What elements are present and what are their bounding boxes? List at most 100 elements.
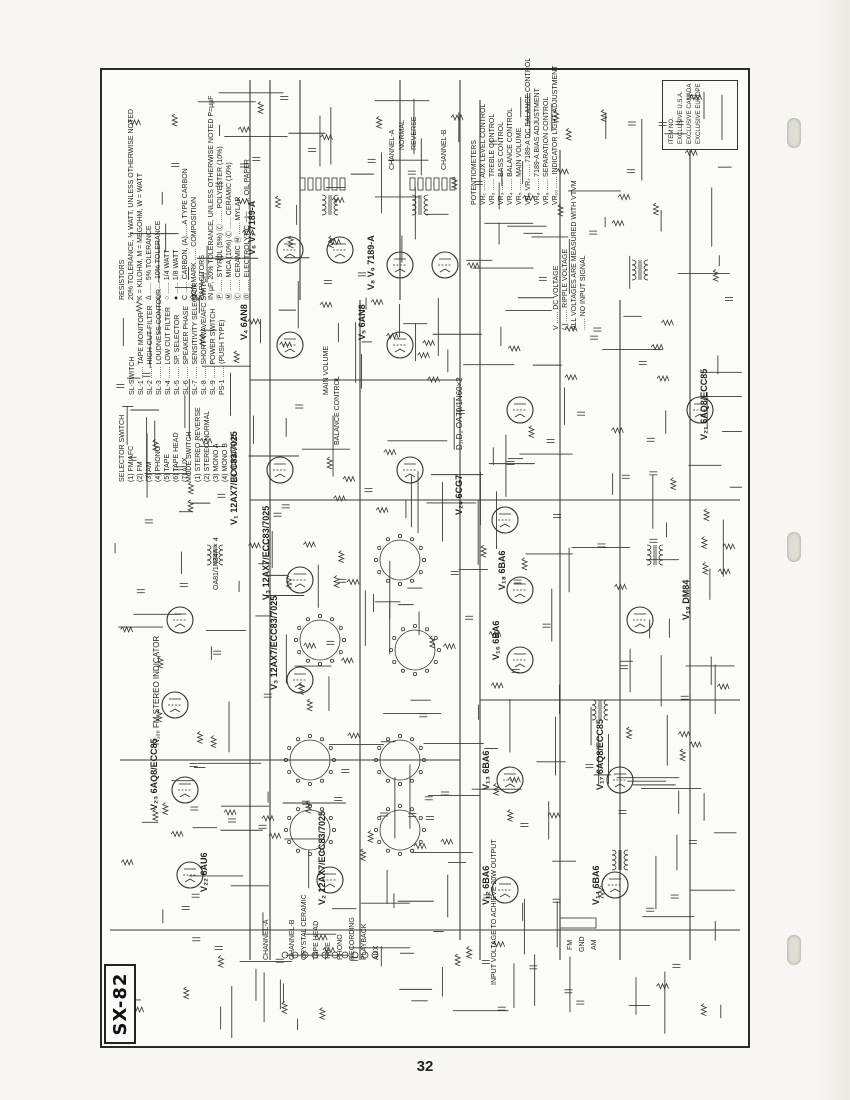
legend-item: (4) PHONO — [155, 445, 162, 482]
resistor-symbol — [322, 946, 336, 954]
transformer-coil — [603, 714, 609, 721]
resistor-symbol — [318, 1007, 326, 1020]
input-channel-a: CHANNEL-A — [263, 919, 270, 960]
legend-item: VR₉ ...... SEPARATION CONTROL — [543, 96, 550, 205]
transformer-coil — [646, 559, 652, 566]
legend-item: ● ...... 1/8 WATT — [173, 249, 180, 300]
switch-contact — [331, 758, 336, 763]
resistor-symbol — [650, 343, 664, 351]
transformer-coil — [658, 549, 664, 556]
tube-symbol — [686, 396, 714, 424]
switch-contact — [328, 840, 333, 845]
switch-contact — [373, 558, 378, 563]
resistor-symbol — [450, 176, 459, 190]
transformer-coil — [646, 544, 652, 551]
resistor-symbol — [417, 351, 430, 359]
resistor-symbol — [170, 830, 184, 838]
antenna-terminal — [559, 917, 597, 929]
legend-item: ALL VOLTAGES ARE MEASURED WITH VTVM — [571, 180, 578, 330]
resistor-symbol — [669, 477, 677, 491]
switch-contact — [397, 804, 402, 809]
switch-contact — [421, 828, 426, 833]
resistor-symbol — [340, 657, 354, 665]
transformer-coil — [206, 549, 212, 556]
resistor-symbol — [223, 808, 237, 816]
transformer-coil — [423, 204, 429, 211]
legend-item: ◇ ...... 10% TOLERANCE — [155, 220, 162, 300]
resistor-symbol — [303, 540, 316, 549]
switch-contact — [338, 650, 343, 655]
resistor-symbol — [688, 741, 702, 749]
switch-contact — [397, 582, 402, 587]
switch-contact — [307, 734, 312, 739]
transformer-coil — [611, 864, 617, 871]
resistor-symbol — [261, 814, 275, 822]
resistor-symbol — [427, 375, 440, 384]
switch-contact — [287, 746, 292, 751]
tube-symbol — [276, 331, 304, 359]
transformer-coil — [643, 274, 649, 281]
resistor-symbol — [492, 940, 506, 948]
switch-contact — [400, 668, 405, 673]
resistor-symbol — [450, 113, 464, 122]
transformer-coil — [321, 204, 327, 211]
resistor-symbol — [128, 118, 141, 126]
tube-symbol — [506, 576, 534, 604]
transformer-coil — [321, 194, 327, 201]
switch-contact — [409, 848, 414, 853]
switch-contact — [328, 770, 333, 775]
resistor-symbol — [552, 109, 560, 123]
switch-contact — [409, 778, 414, 783]
tube-cathode — [439, 268, 451, 273]
resistor-symbol — [454, 953, 462, 967]
tube-cathode — [169, 708, 181, 713]
resistor-symbol — [507, 344, 521, 353]
tube-label-v8: V₈ V₉ 7189-A — [366, 235, 376, 290]
tube-symbol — [286, 566, 314, 594]
transformer-coil — [321, 199, 327, 206]
resistor-symbol — [611, 426, 624, 434]
resistor-symbol — [428, 635, 436, 649]
resistor-symbol — [383, 448, 397, 456]
transformer-coil — [623, 854, 629, 861]
resistor-symbol — [717, 568, 731, 576]
legend-item: V ...... DC VOLTAGE — [553, 265, 560, 330]
tube-cathode — [334, 253, 346, 258]
resistor-symbol — [492, 783, 500, 796]
switch-wafer — [299, 619, 341, 661]
switch-contact — [317, 662, 322, 667]
page-number: 32 — [416, 1058, 434, 1075]
switch-contact — [433, 660, 438, 665]
switch-wafer — [289, 809, 331, 851]
transformer-coil — [643, 264, 649, 271]
item-table — [662, 80, 738, 150]
switch-wafer — [394, 629, 436, 671]
diodes-label: D₁,D₂ OA70/1N60×2 — [455, 377, 464, 450]
tube-cathode — [504, 783, 516, 788]
switch-contact — [377, 816, 382, 821]
resistor-symbol — [280, 1001, 289, 1014]
legend-item: ...... NO INPUT SIGNAL — [580, 255, 587, 330]
resistor-symbol — [120, 625, 133, 634]
potentiometers-heading: POTENTIOMETERS — [471, 140, 478, 205]
input-jack — [331, 951, 339, 959]
resistor-symbol — [247, 317, 261, 326]
resistor-symbol — [346, 578, 360, 586]
switch-contact — [392, 660, 397, 665]
legend-item: Δ ...... 5% TOLERANCE — [146, 225, 153, 300]
transformer-coil — [603, 709, 609, 716]
transformer-coil — [631, 269, 637, 276]
tube-label-v15: V₁₇ 6AQ8/ECC85 — [595, 719, 605, 790]
resistor-symbol — [386, 332, 399, 340]
resistor-symbol — [617, 193, 631, 201]
resistor-symbol — [285, 575, 293, 589]
resistor-symbol — [701, 562, 710, 575]
transformer-coil — [321, 209, 327, 216]
transformer-coil — [591, 704, 597, 711]
voltage-notes: V ...... DC VOLTAGE ( ) ...... RIPPLE VO… — [552, 180, 588, 330]
tube-cathode — [294, 583, 306, 588]
transformer-coil — [206, 559, 212, 566]
tube-symbol — [286, 666, 314, 694]
capacitors-heading: CAPACITORS — [199, 255, 206, 300]
transformer-coil — [623, 849, 629, 856]
